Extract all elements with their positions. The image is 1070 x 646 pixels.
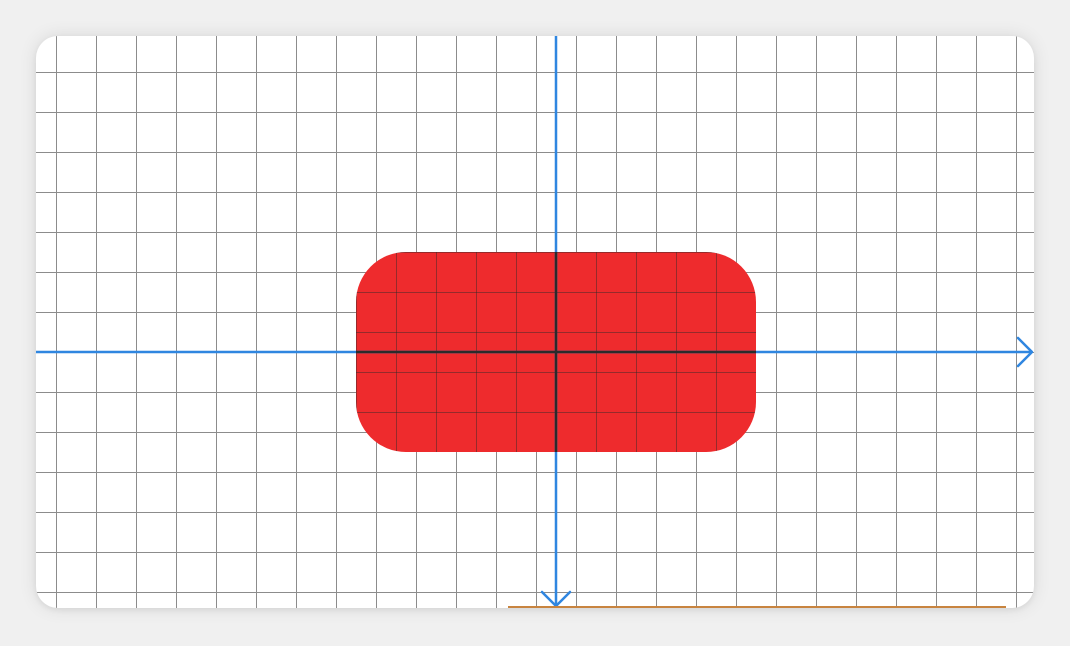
diagram-card [36, 36, 1034, 608]
coordinate-diagram [36, 36, 1034, 608]
arrow-right-icon [1016, 336, 1034, 368]
accent-bar [508, 606, 1006, 608]
